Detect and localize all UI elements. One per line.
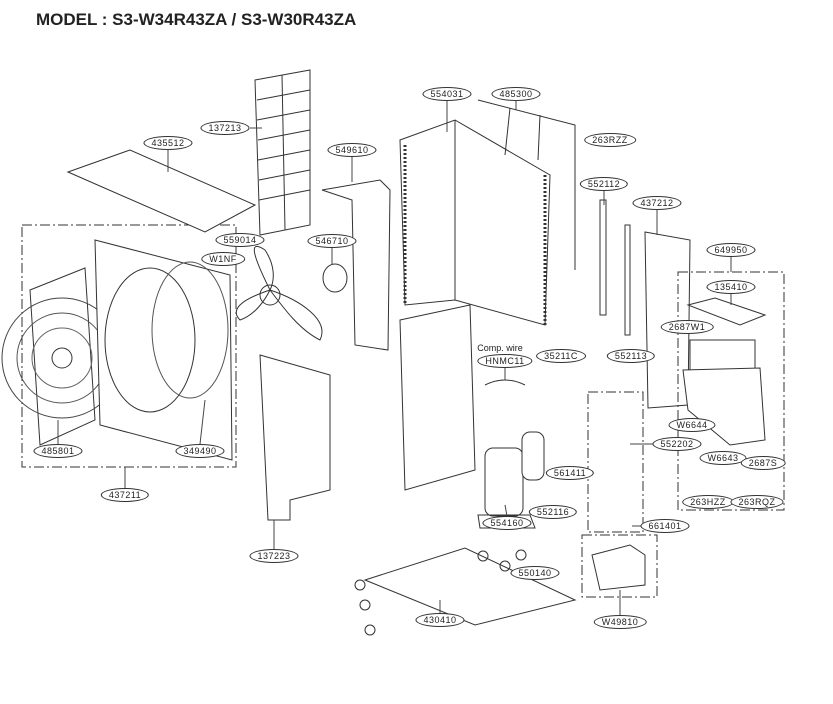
comp-wire-note: Comp. wire bbox=[477, 343, 523, 353]
control-box-group-box bbox=[677, 271, 785, 511]
rubber-mount bbox=[477, 550, 489, 562]
part-label-435512[interactable]: 435512 bbox=[143, 136, 193, 150]
fan-blade bbox=[235, 245, 323, 341]
part-label-263RQZ[interactable]: 263RQZ bbox=[730, 495, 784, 509]
model-title: MODEL : S3-W34R43ZA / S3-W30R43ZA bbox=[36, 10, 357, 29]
control-box bbox=[682, 367, 766, 446]
comp-wire bbox=[484, 379, 526, 386]
fan-motor bbox=[322, 263, 348, 293]
foot bbox=[364, 624, 376, 636]
rear-guard bbox=[477, 99, 576, 270]
part-label-263HZZ[interactable]: 263HZZ bbox=[682, 495, 734, 509]
front-panel bbox=[94, 239, 233, 461]
part-label-W6643[interactable]: W6643 bbox=[699, 451, 747, 465]
part-label-649950[interactable]: 649950 bbox=[706, 243, 756, 257]
tube-552112 bbox=[599, 199, 607, 316]
part-label-550140[interactable]: 550140 bbox=[510, 566, 560, 580]
part-label-2687W1[interactable]: 2687W1 bbox=[660, 320, 714, 334]
leader-lines bbox=[57, 100, 732, 615]
part-label-263RZZ[interactable]: 263RZZ bbox=[584, 133, 636, 147]
valve-cover bbox=[591, 544, 646, 591]
foot bbox=[354, 579, 366, 591]
tube-552113 bbox=[624, 224, 631, 336]
part-label-554031[interactable]: 554031 bbox=[422, 87, 472, 101]
compressor bbox=[477, 431, 545, 529]
part-label-437211[interactable]: 437211 bbox=[100, 488, 150, 502]
valve-group-box bbox=[581, 534, 658, 598]
top-cover bbox=[66, 149, 257, 233]
foot bbox=[359, 599, 371, 611]
part-label-559014[interactable]: 559014 bbox=[215, 233, 265, 247]
part-label-554160[interactable]: 554160 bbox=[482, 516, 532, 530]
part-label-485300[interactable]: 485300 bbox=[491, 87, 541, 101]
part-label-135410[interactable]: 135410 bbox=[706, 280, 756, 294]
part-label-W1NF[interactable]: W1NF bbox=[201, 252, 245, 266]
refrigerant-group-box bbox=[587, 391, 644, 533]
part-label-137223[interactable]: 137223 bbox=[249, 549, 299, 563]
part-label-552113[interactable]: 552113 bbox=[606, 349, 656, 363]
part-label-549610[interactable]: 549610 bbox=[327, 143, 377, 157]
part-label-552202[interactable]: 552202 bbox=[652, 437, 702, 451]
part-label-430410[interactable]: 430410 bbox=[415, 613, 465, 627]
part-label-137213[interactable]: 137213 bbox=[200, 121, 250, 135]
side-grille bbox=[254, 69, 311, 236]
part-label-661401[interactable]: 661401 bbox=[640, 519, 690, 533]
part-label-485801[interactable]: 485801 bbox=[33, 444, 83, 458]
rubber-mount bbox=[515, 549, 527, 561]
part-label-W49810[interactable]: W49810 bbox=[593, 615, 647, 629]
motor-bracket bbox=[321, 179, 391, 351]
part-label-W6644[interactable]: W6644 bbox=[668, 418, 716, 432]
side-panel bbox=[259, 354, 331, 521]
partition bbox=[399, 304, 476, 491]
part-label-35211C[interactable]: 35211C bbox=[536, 349, 586, 363]
part-label-349490[interactable]: 349490 bbox=[175, 444, 225, 458]
part-label-552112[interactable]: 552112 bbox=[579, 177, 629, 191]
part-label-2687S[interactable]: 2687S bbox=[740, 456, 786, 470]
base-pan bbox=[363, 547, 577, 626]
pcb bbox=[689, 339, 756, 371]
part-label-437212[interactable]: 437212 bbox=[632, 196, 682, 210]
part-label-552116[interactable]: 552116 bbox=[528, 505, 578, 519]
part-label-546710[interactable]: 546710 bbox=[307, 234, 357, 248]
part-label-HNMC11[interactable]: HNMC11 bbox=[477, 354, 533, 368]
control-cover bbox=[686, 297, 767, 326]
front-panel-group-box bbox=[21, 224, 237, 468]
rubber-mount bbox=[499, 560, 511, 572]
part-label-561411[interactable]: 561411 bbox=[545, 466, 595, 480]
condenser-coil bbox=[399, 119, 551, 326]
